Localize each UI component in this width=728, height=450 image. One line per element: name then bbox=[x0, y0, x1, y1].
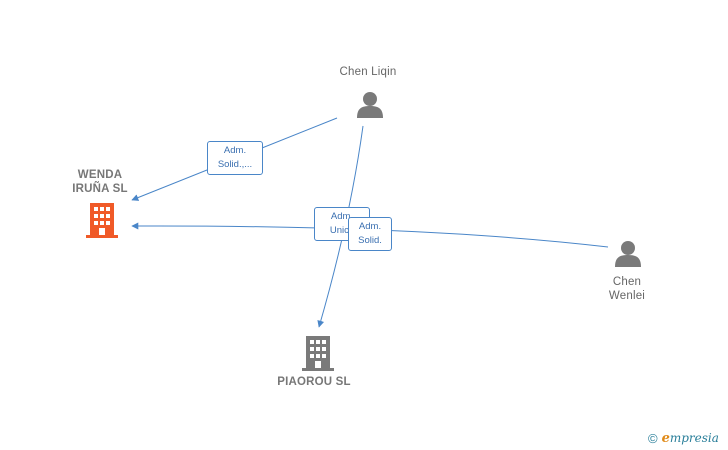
copyright-symbol: © bbox=[648, 430, 658, 446]
brand-e: e bbox=[661, 431, 670, 446]
node-label-piaorou[interactable]: PIAOROU SL bbox=[277, 376, 351, 388]
building-icon[interactable] bbox=[86, 203, 118, 238]
brand-rest: mpresia bbox=[669, 431, 719, 445]
person-icon[interactable] bbox=[357, 92, 383, 118]
node-label-chen-liqin[interactable]: Chen Liqin bbox=[339, 66, 397, 78]
edge-label-wenlei-wenda: Adm. Solid. bbox=[348, 217, 392, 251]
empresia-logo: © empresia bbox=[648, 430, 719, 447]
node-label-wenda[interactable]: WENDA IRUÑA SL bbox=[72, 169, 128, 195]
edge-wenlei-wenda bbox=[131, 222, 609, 248]
node-label-chen-wenlei[interactable]: Chen Wenlei bbox=[608, 276, 646, 302]
person-icon[interactable] bbox=[615, 241, 641, 267]
building-icon[interactable] bbox=[302, 336, 334, 371]
edge-label-liqin-wenda: Adm. Solid.,... bbox=[207, 141, 263, 175]
